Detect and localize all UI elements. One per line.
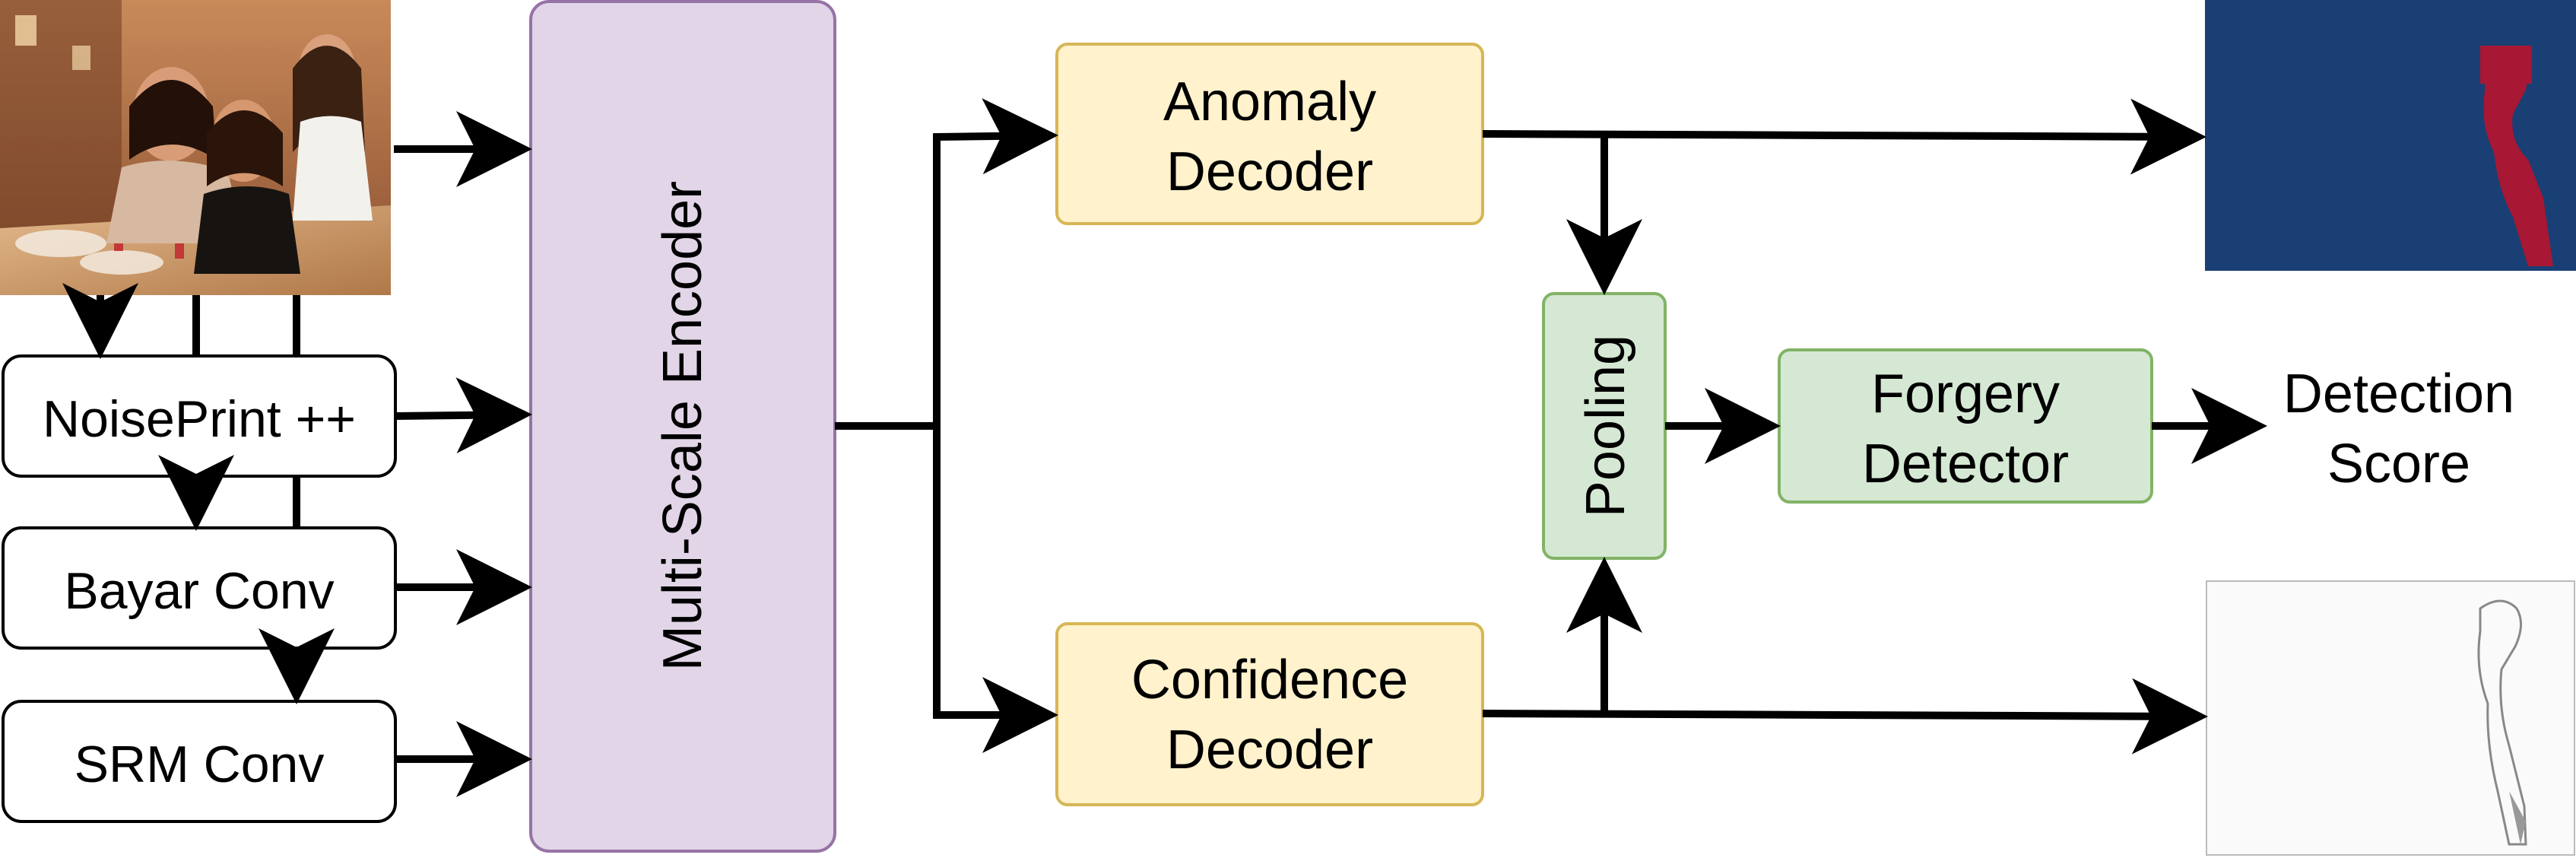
srm-conv-label: SRM Conv — [75, 736, 325, 793]
arrow-anomaly-decoder-to-map — [1482, 98, 2206, 175]
srm-conv-block: SRM Conv — [2, 700, 397, 823]
confidence-decoder-label-line2: Decoder — [1166, 720, 1373, 780]
bayar-conv-block: Bayar Conv — [2, 526, 397, 650]
arrow-encoder-to-anomaly-decoder — [835, 98, 1058, 430]
pooling-block: Pooling — [1542, 292, 1667, 560]
input-image-icon — [0, 0, 391, 295]
noiseprint-block: NoisePrint ++ — [2, 354, 397, 478]
connectors — [62, 98, 2267, 797]
forgery-detector-block: Forgery Detector — [1778, 348, 2153, 504]
confidence-map-icon — [2206, 580, 2575, 856]
forgery-detector-label-line1: Forgery — [1871, 364, 2060, 424]
forgery-detector-label-line2: Detector — [1862, 434, 2069, 494]
encoder-label: Multi-Scale Encoder — [652, 181, 713, 671]
confidence-decoder-block: Confidence Decoder — [1055, 622, 1484, 806]
bayar-conv-label: Bayar Conv — [64, 562, 334, 620]
arrow-encoder-to-confidence-decoder — [933, 426, 1058, 753]
noiseprint-label: NoisePrint ++ — [43, 390, 356, 448]
pooling-label: Pooling — [1575, 335, 1636, 517]
confidence-decoder-label-line1: Confidence — [1131, 650, 1408, 710]
detection-score-label-line2: Score — [2327, 434, 2470, 494]
anomaly-map-icon — [2205, 0, 2576, 271]
arrow-confidence-decoder-to-map — [1482, 678, 2208, 755]
anomaly-decoder-label-line2: Decoder — [1166, 141, 1373, 202]
multi-scale-encoder-block: Multi-Scale Encoder — [529, 0, 836, 853]
arrow-noiseprint-to-encoder — [395, 377, 532, 454]
anomaly-decoder-label-line1: Anomaly — [1163, 72, 1376, 132]
detection-score-label-line1: Detection — [2283, 364, 2514, 424]
anomaly-decoder-block: Anomaly Decoder — [1055, 43, 1484, 225]
